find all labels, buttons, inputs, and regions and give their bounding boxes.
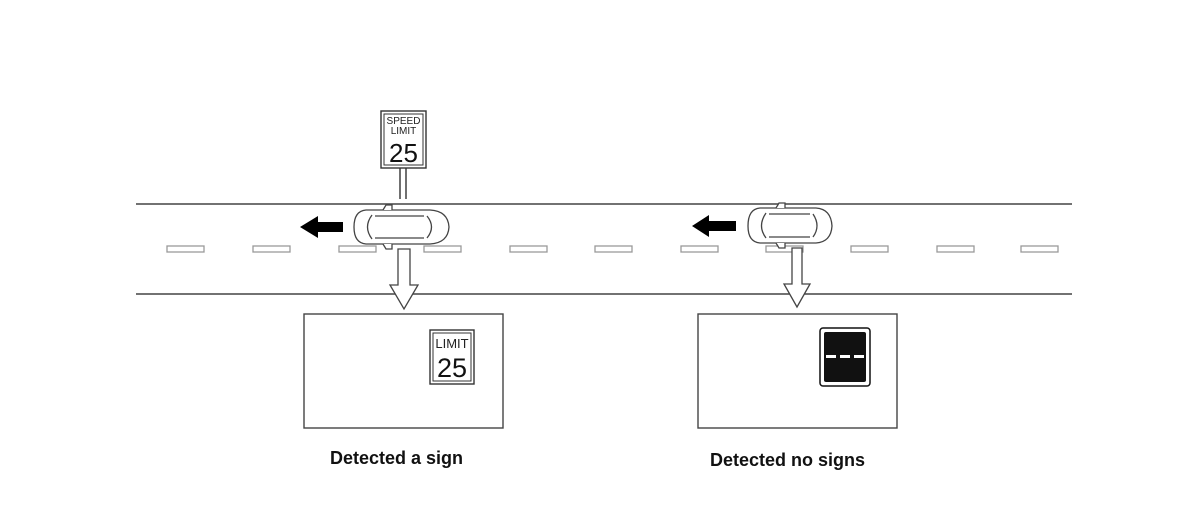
- lane-dash: [936, 245, 975, 253]
- lane-dash: [338, 245, 377, 253]
- lane-dash: [252, 245, 291, 253]
- car-mirror-bottom: [775, 242, 786, 249]
- car-windshield: [760, 212, 767, 239]
- display-detected-sign: LIMIT 25: [303, 313, 504, 429]
- direction-arrow-left: [300, 216, 343, 238]
- lane-divider-dashes: [166, 245, 1059, 253]
- caption-detected-sign: Detected a sign: [330, 448, 464, 468]
- car-rear-window: [426, 215, 433, 239]
- car-left: [353, 204, 450, 250]
- display-sign-label: LIMIT: [435, 336, 468, 351]
- caption-detected-no-signs: Detected no signs: [710, 450, 866, 470]
- sign-outer-border: [380, 110, 427, 169]
- display-sign-outer: [429, 329, 475, 385]
- lane-dash: [680, 245, 719, 253]
- car-mirror-top: [382, 204, 393, 211]
- car-body: [353, 209, 450, 245]
- lane-dash: [1020, 245, 1059, 253]
- car-right: [747, 202, 833, 249]
- car-mirror-bottom: [382, 243, 393, 250]
- display-no-sign: [697, 313, 898, 429]
- lane-dash: [166, 245, 205, 253]
- lane-dash: [850, 245, 889, 253]
- down-arrow-left: [388, 248, 420, 311]
- roadside-speed-limit-sign: SPEED LIMIT 25: [380, 110, 427, 199]
- display-sign-value: 25: [437, 353, 467, 383]
- lane-dash: [423, 245, 462, 253]
- car-windshield: [366, 214, 373, 240]
- no-sign-lane-icon: [819, 327, 871, 387]
- sign-inner-border: [383, 113, 424, 166]
- car-body: [747, 207, 833, 244]
- car-mirror-top: [775, 202, 786, 209]
- road: [136, 203, 1072, 295]
- sign-line1: SPEED: [387, 116, 421, 127]
- display-sign-inner: [432, 332, 472, 382]
- lane-dash: [594, 245, 633, 253]
- sign-line2: LIMIT: [391, 126, 417, 137]
- car-rear-window: [812, 213, 818, 238]
- down-arrow-right: [782, 247, 812, 309]
- sign-value: 25: [389, 138, 418, 168]
- lane-dash: [509, 245, 548, 253]
- direction-arrow-right: [692, 215, 736, 237]
